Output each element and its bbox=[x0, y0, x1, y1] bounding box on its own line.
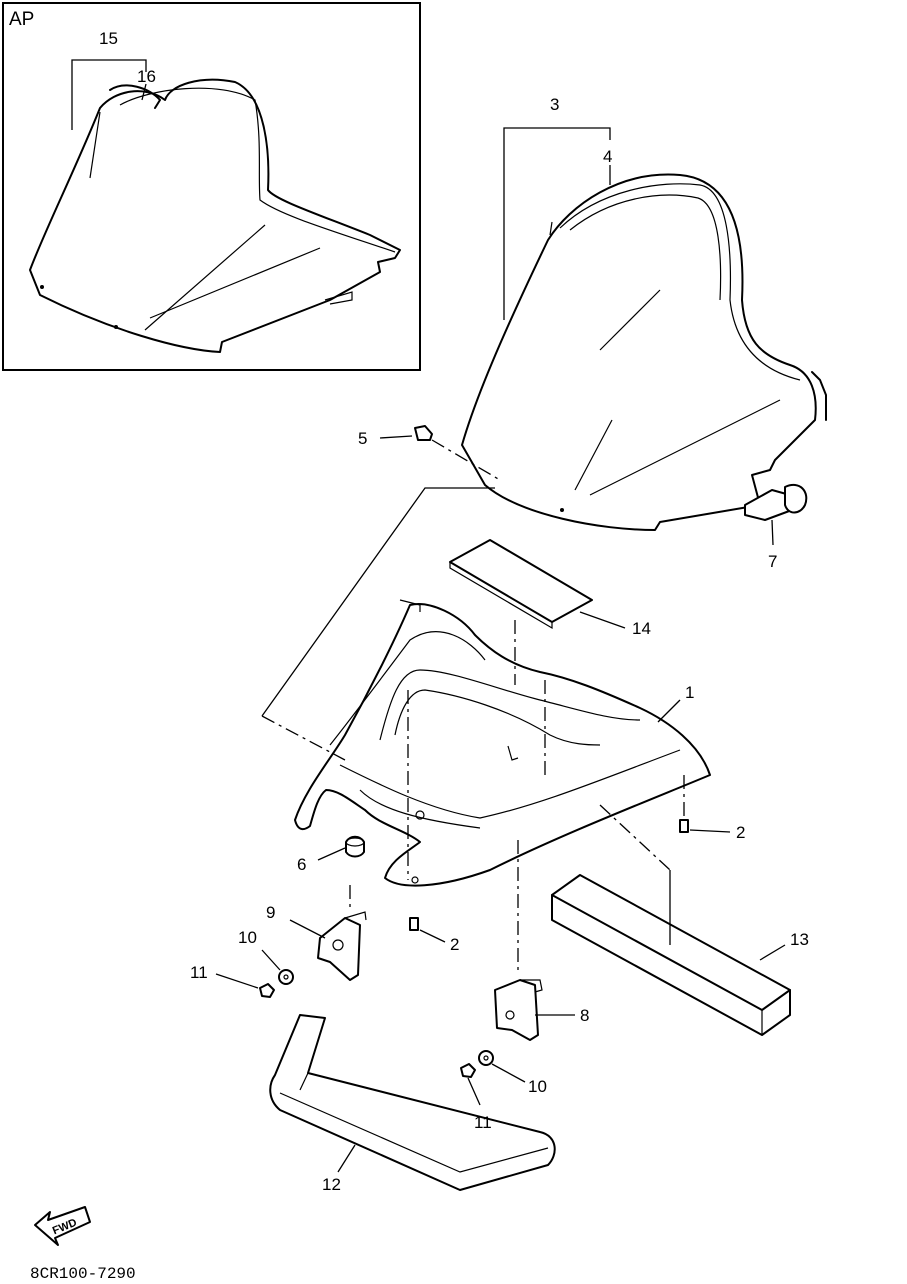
drawing-code: 8CR100-7290 bbox=[30, 1265, 136, 1283]
nut-11-left bbox=[259, 983, 275, 998]
callout-1: 1 bbox=[657, 683, 694, 723]
callout-5-text: 5 bbox=[358, 429, 367, 448]
washer-10-right bbox=[478, 1050, 494, 1066]
callout-4-text: 4 bbox=[603, 147, 612, 166]
ap-inset: AP 15 16 bbox=[2, 2, 421, 371]
callout-2-left: 2 bbox=[419, 929, 459, 954]
callout-16: 16 bbox=[137, 67, 156, 101]
callout-12: 12 bbox=[322, 1144, 356, 1194]
callout-2-right: 2 bbox=[689, 823, 745, 842]
grommet-6 bbox=[345, 835, 365, 858]
callout-15: 15 bbox=[71, 29, 147, 130]
callout-13-text: 13 bbox=[790, 930, 809, 949]
bracket-9 bbox=[317, 885, 367, 981]
callout-10-right: 10 bbox=[491, 1063, 547, 1096]
callout-2-left-text: 2 bbox=[450, 935, 459, 954]
ap-windshield bbox=[29, 78, 401, 353]
windshield bbox=[461, 173, 827, 531]
callout-16-text: 16 bbox=[137, 67, 156, 86]
callout-10-left-text: 10 bbox=[238, 928, 257, 947]
screw-2-right bbox=[679, 775, 689, 833]
callout-2-right-text: 2 bbox=[736, 823, 745, 842]
callout-14-text: 14 bbox=[632, 619, 651, 638]
callout-14: 14 bbox=[579, 611, 651, 638]
callout-5: 5 bbox=[358, 429, 413, 448]
fwd-arrow-icon: FWD bbox=[34, 1206, 91, 1246]
callout-11-left-text: 11 bbox=[190, 963, 208, 982]
callout-11-right: 11 bbox=[467, 1077, 492, 1132]
pad-12 bbox=[269, 1014, 556, 1191]
pad-14 bbox=[449, 539, 593, 630]
callout-10-right-text: 10 bbox=[528, 1077, 547, 1096]
screw-5 bbox=[414, 425, 501, 481]
callout-15-text: 15 bbox=[99, 29, 118, 48]
assembly-lines bbox=[261, 487, 671, 975]
callout-9-text: 9 bbox=[266, 903, 275, 922]
washer-10-left bbox=[278, 969, 294, 985]
callout-12-text: 12 bbox=[322, 1175, 341, 1194]
callout-3-text: 3 bbox=[550, 95, 559, 114]
pad-13 bbox=[551, 874, 791, 1036]
callout-3: 3 bbox=[503, 95, 611, 320]
ap-inset-label: AP bbox=[9, 9, 34, 30]
callout-8: 8 bbox=[535, 1006, 589, 1025]
callout-6-text: 6 bbox=[297, 855, 306, 874]
callout-7: 7 bbox=[768, 519, 777, 571]
ap-inset-frame bbox=[2, 2, 421, 371]
callout-1-text: 1 bbox=[685, 683, 694, 702]
nut-11-right bbox=[460, 1063, 476, 1078]
callout-8-text: 8 bbox=[580, 1006, 589, 1025]
bracket-7 bbox=[744, 484, 808, 521]
callout-11-left: 11 bbox=[190, 963, 259, 989]
bracket-8 bbox=[494, 979, 543, 1041]
callout-13: 13 bbox=[759, 930, 809, 961]
callout-4: 4 bbox=[603, 147, 612, 185]
cowl-1 bbox=[294, 599, 711, 887]
callout-10-left: 10 bbox=[238, 928, 281, 971]
callout-7-text: 7 bbox=[768, 552, 777, 571]
screw-2-left bbox=[409, 917, 419, 931]
callout-9: 9 bbox=[266, 903, 326, 939]
callout-6: 6 bbox=[297, 847, 346, 874]
